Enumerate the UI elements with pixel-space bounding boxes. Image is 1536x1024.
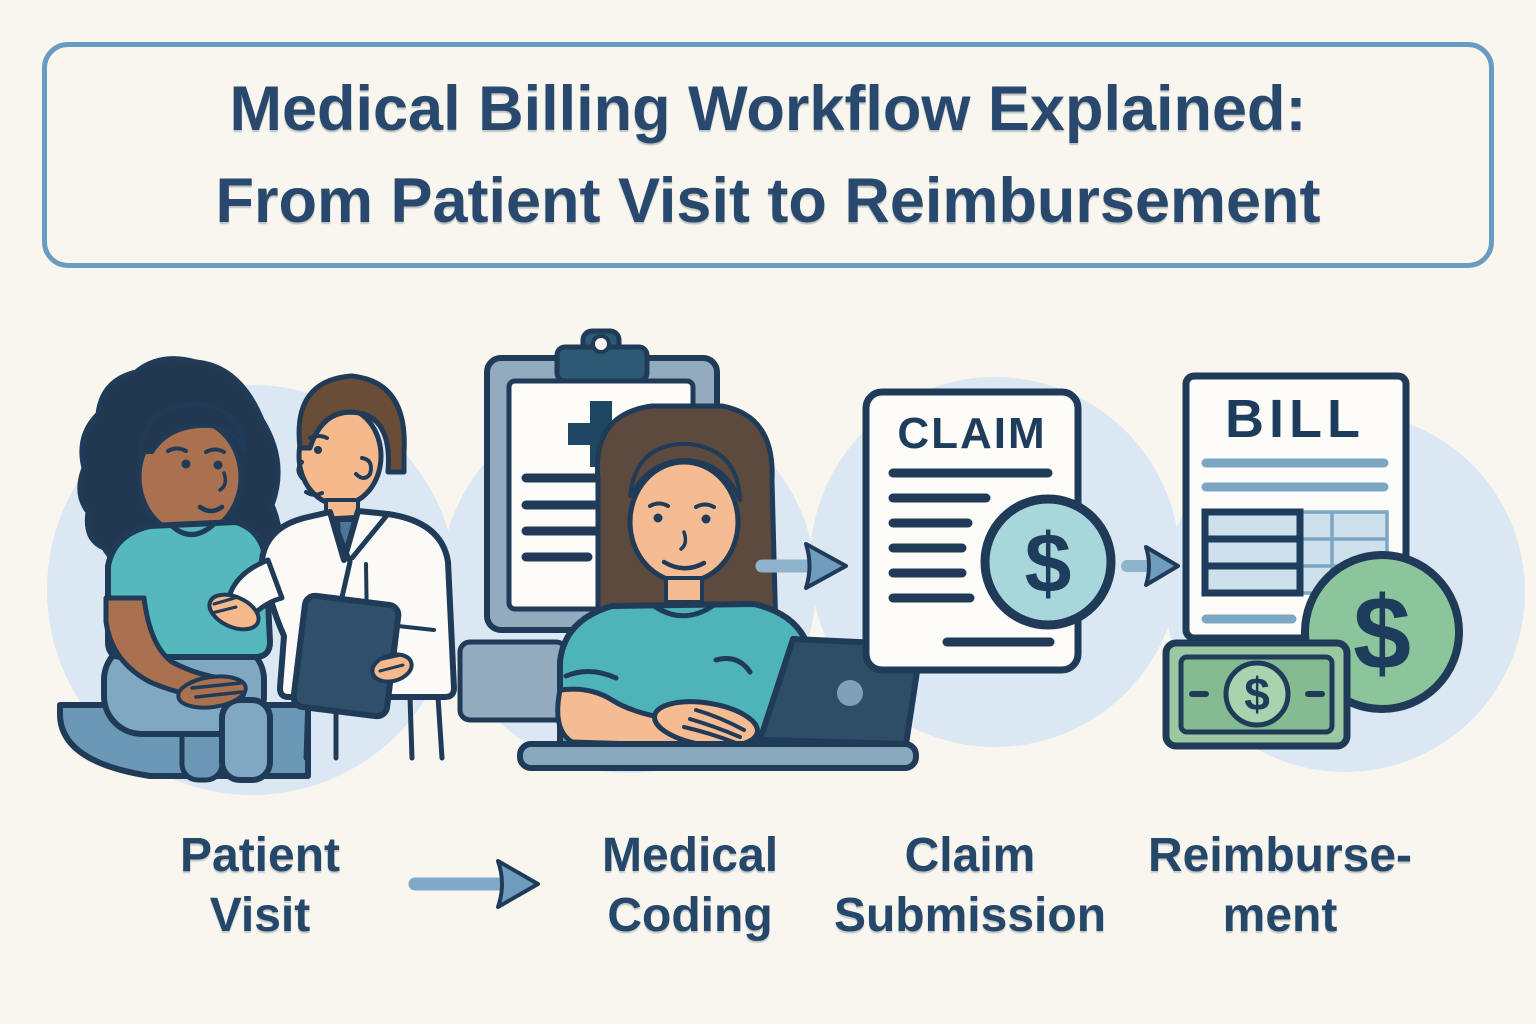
- stage-label-line: Visit: [209, 889, 311, 942]
- title-box: Medical Billing Workflow Explained: From…: [42, 42, 1494, 268]
- claim-title: CLAIM: [897, 409, 1046, 458]
- svg-text:$: $: [1244, 668, 1270, 720]
- svg-text:$: $: [1025, 516, 1072, 610]
- scene-medical-coding: [457, 328, 924, 771]
- medical-cross-icon: [568, 401, 634, 467]
- arrow-right-icon: [755, 542, 848, 590]
- desk: [517, 741, 919, 771]
- scene-claim-submission: CLAIM $: [862, 388, 1116, 674]
- stage-label-line: Coding: [607, 889, 773, 942]
- stage-label-line: Patient: [179, 829, 341, 882]
- stage-label-line: ment: [1222, 889, 1338, 942]
- claim-document: CLAIM: [862, 388, 1082, 674]
- stage-label-line: Medical: [601, 829, 779, 882]
- stage-label-line: Submission: [833, 889, 1107, 942]
- dollar-badge-icon: $: [980, 494, 1116, 630]
- svg-text:$: $: [1353, 576, 1411, 692]
- chair-back: [457, 639, 569, 723]
- page-title-line-2: From Patient Visit to Reimbursement: [215, 166, 1321, 236]
- bill-title: BILL: [1225, 389, 1365, 449]
- scene-patient-visit: [57, 356, 457, 783]
- dollar-coin-icon: $: [1301, 551, 1463, 713]
- arrow-right-icon: [408, 859, 540, 909]
- stage-label-reimbursement: Reimburse- ment: [1125, 826, 1435, 946]
- banknote-icon: $: [1162, 639, 1351, 750]
- stage-label-line: Reimburse-: [1147, 829, 1413, 882]
- stage-label-line: Claim: [904, 829, 1036, 882]
- coder-figure: [555, 403, 817, 749]
- stage-label-claim-submission: Claim Submission: [810, 826, 1130, 946]
- stage-label-patient-visit: Patient Visit: [115, 826, 405, 946]
- page-title-line-1: Medical Billing Workflow Explained:: [229, 74, 1307, 144]
- doctor-figure: [207, 373, 457, 761]
- stage-label-medical-coding: Medical Coding: [545, 826, 835, 946]
- arrow-right-icon: [1121, 545, 1180, 587]
- scene-reimbursement: BILL $ $: [1162, 372, 1463, 750]
